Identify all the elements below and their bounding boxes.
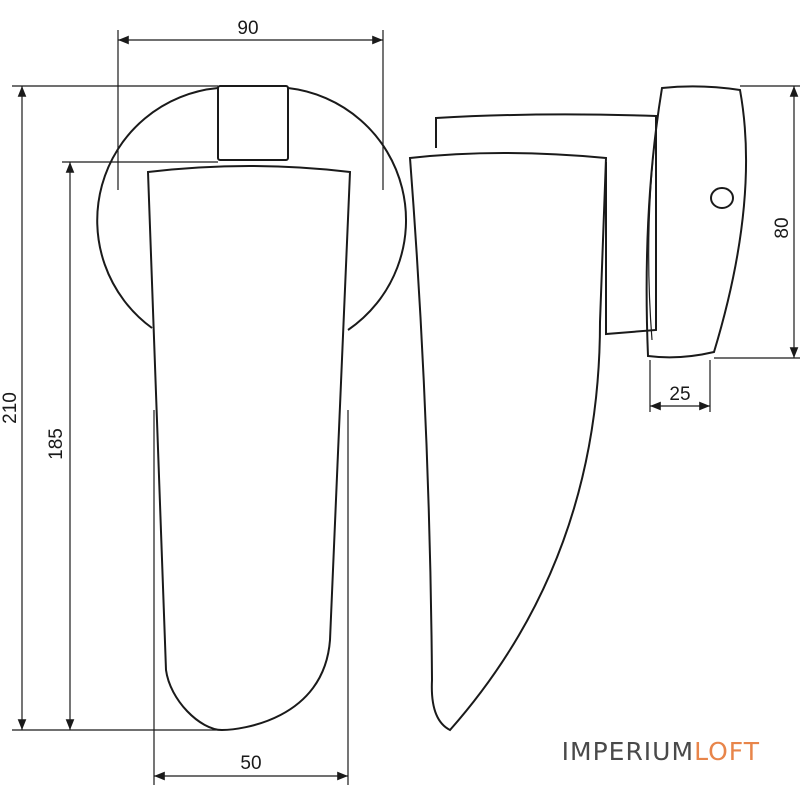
dim-shade-height: 185 (46, 428, 67, 460)
front-view (96, 85, 407, 732)
front-shade (146, 165, 352, 732)
side-arm (435, 113, 657, 336)
front-mount-bracket (217, 85, 289, 161)
dim-base-height: 80 (772, 217, 793, 238)
brand-logo-accent: LOFT (694, 737, 760, 766)
front-wall-plate (96, 87, 219, 329)
dim-shade-width: 50 (240, 753, 261, 774)
side-view (408, 85, 748, 732)
side-shade (408, 152, 608, 732)
front-wall-plate-right (287, 87, 407, 331)
side-wall-base (645, 85, 748, 359)
side-wall-base-edge (648, 87, 663, 341)
dim-top-width: 90 (237, 18, 258, 39)
dim-total-height: 210 (0, 392, 21, 424)
dimension-lines: 90 210 185 50 80 25 (0, 18, 800, 785)
brand-logo-main: IMPERIUM (562, 737, 694, 766)
brand-logo: IMPERIUMLOFT (562, 737, 760, 766)
screw-hole (710, 187, 734, 209)
dim-base-depth: 25 (669, 384, 690, 405)
